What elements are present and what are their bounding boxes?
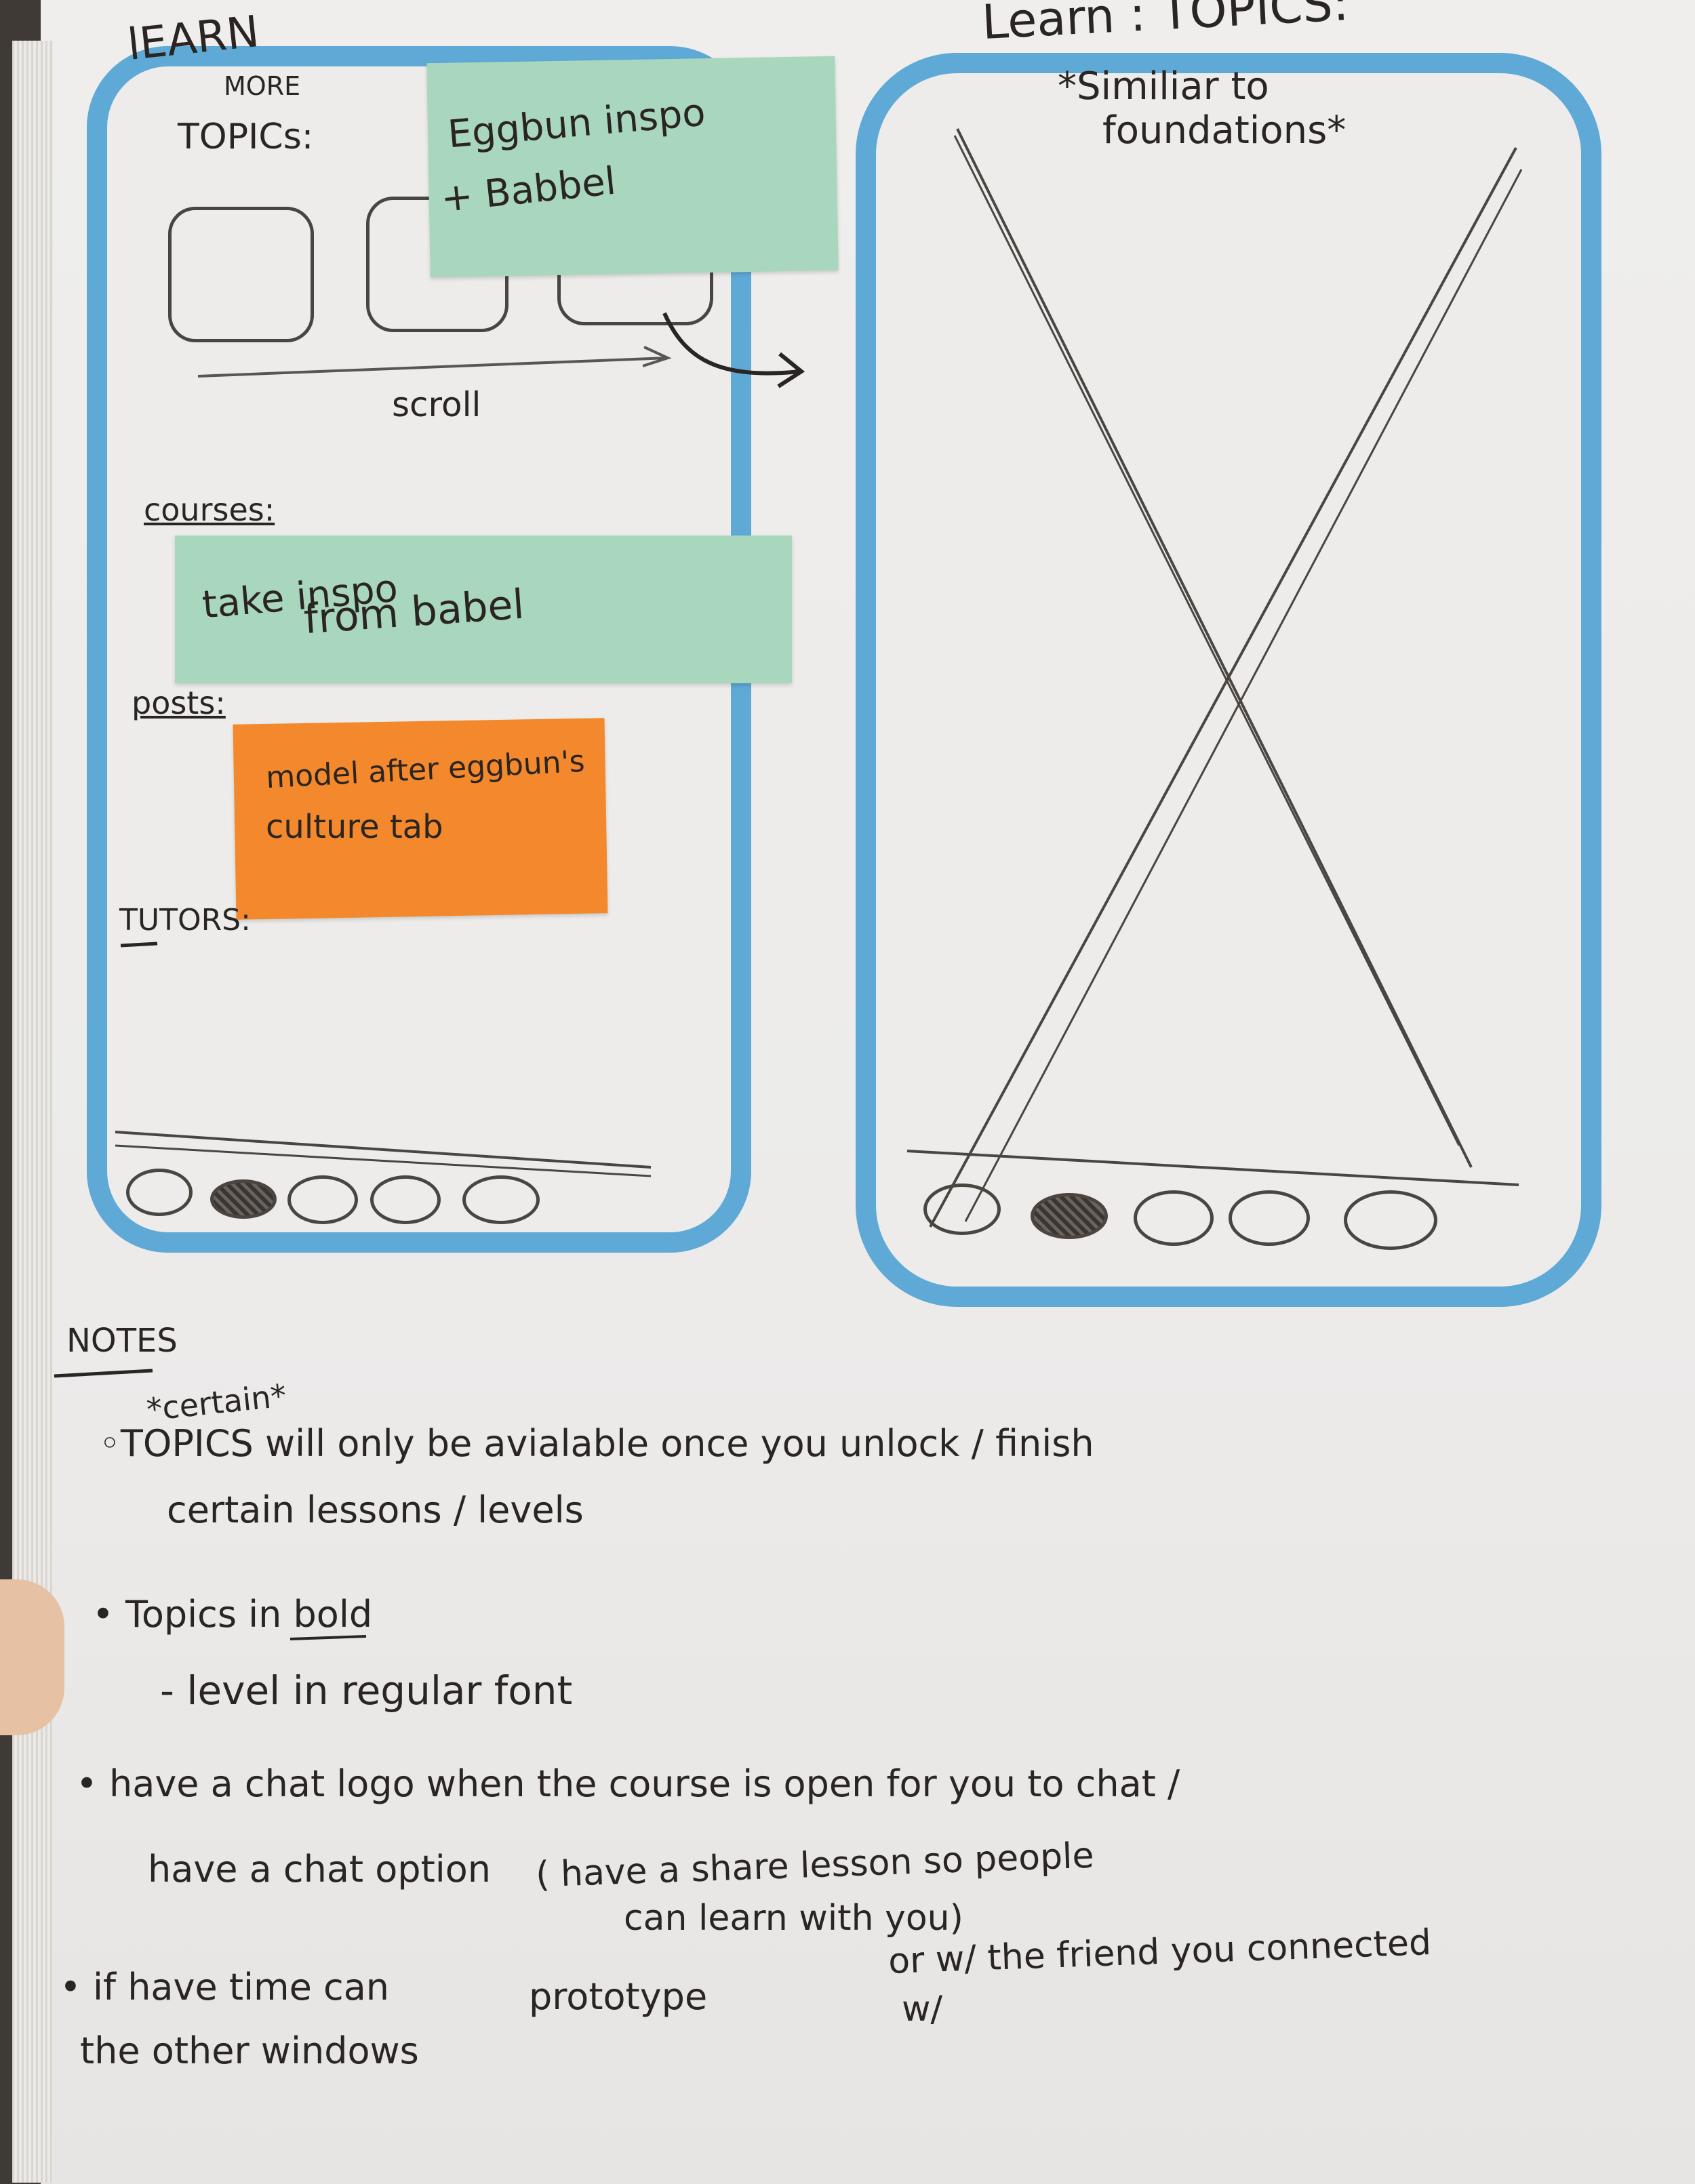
tutors-underline	[120, 942, 158, 948]
courses-label: courses:	[144, 491, 275, 528]
navigate-arrow-head	[777, 352, 805, 388]
note-3-paren-2: can learn with you)	[624, 1898, 963, 1939]
sticky-note-culture-line2: culture tab	[266, 808, 443, 846]
note-1-line-1: ◦TOPICS will only be avialable once you …	[99, 1422, 1094, 1465]
nav-divider-left	[115, 1131, 652, 1169]
posts-label: posts:	[132, 685, 226, 721]
navigate-arrow	[662, 312, 801, 376]
topics-label: TOPICs:	[178, 117, 314, 157]
nav-circle-r1	[923, 1184, 1001, 1235]
note-4-line-2: the other windows	[80, 2029, 419, 2072]
nav-circle-3	[287, 1175, 358, 1224]
tutors-label: TUTORS:	[119, 903, 251, 937]
notes-underline	[54, 1369, 153, 1378]
placeholder-x-stroke-2	[929, 147, 1517, 1228]
note-2-line-1: • Topics in bold	[92, 1593, 373, 1636]
sticky-note-babel	[175, 535, 792, 683]
topics-note-line2: foundations*	[1102, 108, 1347, 153]
notes-heading: NOTES	[66, 1322, 178, 1360]
placeholder-x-stroke-1b	[953, 135, 1460, 1146]
note-3-w: w/	[902, 1989, 943, 2029]
nav-circle-2-active	[210, 1179, 277, 1219]
nav-divider-right	[906, 1150, 1519, 1186]
thumb	[0, 1579, 64, 1735]
nav-divider-left-2	[115, 1144, 652, 1177]
nav-circle-r2-active	[1031, 1193, 1108, 1239]
scroll-arrow-head	[642, 346, 672, 367]
topic-card-1	[168, 207, 314, 342]
more-label: MORE	[224, 71, 301, 101]
placeholder-x-stroke-2b	[964, 169, 1523, 1222]
topics-note-line1: *Similiar to	[1058, 64, 1269, 108]
note-3-line-1: • have a chat logo when the course is op…	[76, 1762, 1180, 1805]
bold-underline	[290, 1635, 367, 1640]
note-2-line-2: - level in regular font	[160, 1667, 573, 1714]
scroll-label: scroll	[392, 385, 481, 424]
placeholder-x-stroke-1	[956, 128, 1473, 1168]
nav-circle-5	[462, 1175, 540, 1224]
nav-circle-4	[370, 1175, 441, 1224]
note-1-line-2: certain lessons / levels	[167, 1489, 584, 1531]
nav-circle-r3	[1134, 1190, 1214, 1246]
nav-circle-r5	[1344, 1190, 1437, 1250]
page-stack-edge	[12, 41, 53, 2183]
nav-circle-r4	[1229, 1190, 1310, 1246]
note-3-line-2: have a chat option	[148, 1848, 492, 1890]
note-4-prototype: prototype	[529, 1975, 708, 2018]
scroll-arrow-line	[197, 357, 669, 378]
nav-circle-1	[126, 1169, 193, 1216]
note-4-line-1: • if have time can	[60, 1966, 390, 2008]
